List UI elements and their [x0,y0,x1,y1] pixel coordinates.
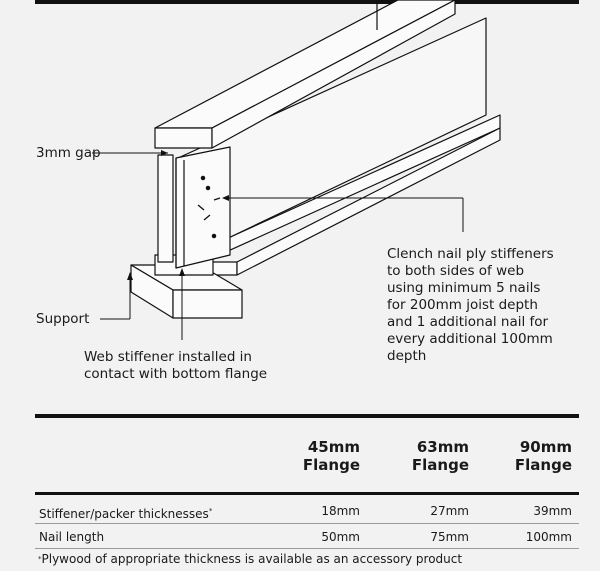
cell-value: 39mm [533,504,572,518]
row-divider [35,548,579,549]
nail-mark [197,204,205,211]
support-label: Support [36,311,90,327]
web-stiffener-label-line1: Web stiffener installed in [84,349,252,365]
footnote: *Plywood of appropriate thickness is ava… [38,551,462,567]
nail-mark [213,197,221,201]
table-top-rule [35,414,579,418]
top-flange-side [211,0,456,149]
bottom-flange-side [236,127,501,276]
footnote-marker: * [38,555,42,563]
cell-value: 18mm [321,504,360,518]
cell-value: 100mm [525,530,572,544]
clench-line: and 1 additional nail for [387,314,549,330]
nail-dot [205,185,211,191]
table-row: Nail length 50mm 75mm 100mm [35,526,579,548]
header-63mm: 63mm Flange [389,438,469,474]
top-rule [35,0,579,4]
footnote-marker: * [208,507,213,515]
left-stiffener [157,154,174,263]
nail-dot [200,175,206,181]
support-side [172,289,243,319]
table-header: 45mm Flange 63mm Flange 90mm Flange [35,438,579,480]
clench-line: Clench nail ply stiffeners [387,246,554,262]
row-divider [35,523,579,524]
header-90mm: 90mm Flange [492,438,572,474]
header-line: 63mm [416,438,469,456]
row-label: Nail length [39,530,105,544]
nail-mark [203,214,211,221]
top-flange-front [154,127,213,149]
clench-line: using minimum 5 nails [387,280,541,296]
header-bottom-rule [35,492,579,495]
nail-dot [211,233,217,239]
header-line: Flange [514,456,572,474]
table-row: Stiffener/packer thicknesses* 18mm 27mm … [35,500,579,522]
header-line: Flange [411,456,469,474]
header-line: 45mm [307,438,360,456]
header-line: 90mm [519,438,572,456]
header-line: Flange [302,456,360,474]
clench-line: to both sides of web [387,263,525,279]
row-label: Stiffener/packer thicknesses* [39,503,212,522]
cell-value: 50mm [321,530,360,544]
joist-diagram [92,0,501,340]
header-45mm: 45mm Flange [280,438,360,474]
web-stiffener-label-line2: contact with bottom flange [84,366,268,382]
cell-value: 75mm [430,530,469,544]
clench-line: for 200mm joist depth [387,297,538,313]
clench-line: depth [387,348,427,364]
footnote-text: Plywood of appropriate thickness is avai… [41,552,463,566]
cell-value: 27mm [430,504,469,518]
gap-label: 3mm gap [36,145,101,161]
row-label-text: Stiffener/packer thicknesses [39,507,209,521]
clench-line: every additional 100mm [387,331,553,347]
